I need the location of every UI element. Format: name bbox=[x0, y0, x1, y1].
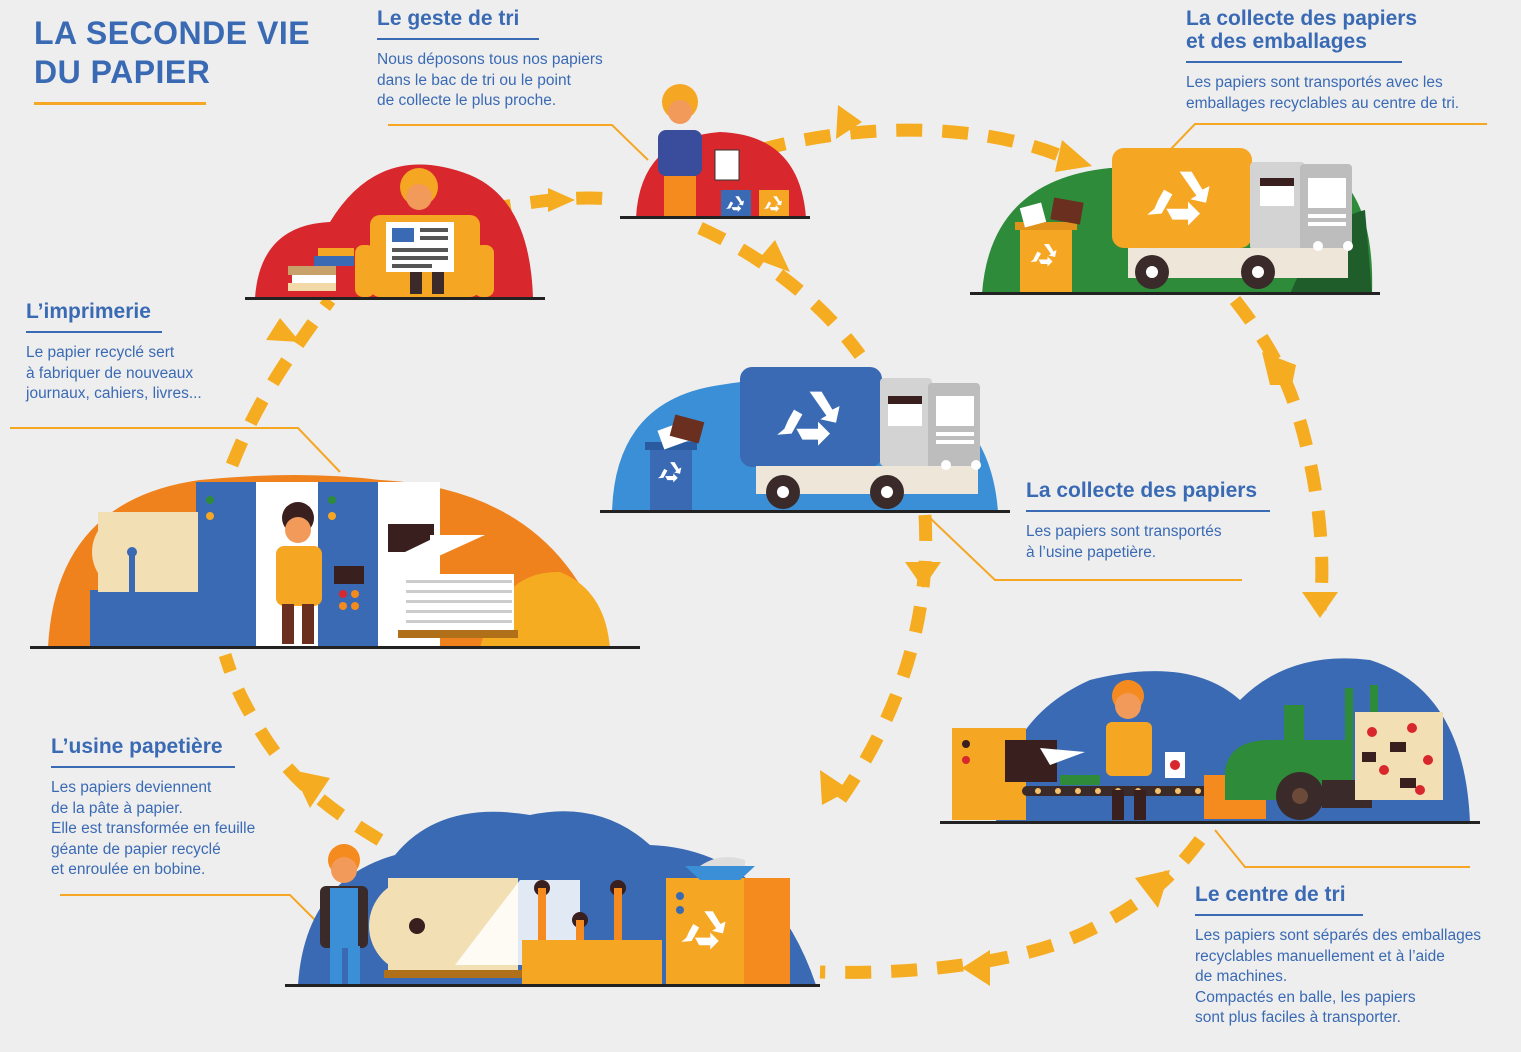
paper-truck-scene bbox=[600, 367, 1010, 513]
heading-rule bbox=[1186, 61, 1402, 63]
heading-rule bbox=[1195, 914, 1363, 916]
leader-lines bbox=[10, 123, 1487, 921]
newspaper-icon bbox=[386, 222, 454, 272]
step-heading: L’imprimerie bbox=[26, 300, 151, 323]
step-text: Les papiers sont séparés des emballages … bbox=[1195, 927, 1482, 1026]
step-usine-papetiere: L’usine papetière Les papiers deviennent… bbox=[51, 735, 255, 881]
bin-icon bbox=[645, 414, 705, 510]
paper-mill-scene bbox=[285, 811, 820, 987]
step-text: Nous déposons tous nos papiers dans le b… bbox=[377, 51, 603, 109]
worker-icon bbox=[320, 844, 368, 984]
truck-icon bbox=[1112, 148, 1353, 289]
heading-rule bbox=[26, 331, 162, 333]
heading-rule bbox=[51, 766, 235, 768]
step-imprimerie: L’imprimerie Le papier recyclé sert à fa… bbox=[26, 300, 202, 405]
step-heading: Le centre de tri bbox=[1195, 883, 1346, 906]
title-underline bbox=[34, 102, 206, 105]
packaging-truck-scene bbox=[970, 148, 1380, 295]
step-text: Les papiers sont transportés à l’usine p… bbox=[1026, 523, 1222, 561]
worker-icon bbox=[276, 502, 322, 644]
reader-scene bbox=[245, 164, 545, 300]
bin-icon bbox=[1015, 197, 1084, 292]
step-heading: Le geste de tri bbox=[377, 7, 520, 30]
page-title: LA SECONDE VIE DU PAPIER bbox=[34, 14, 310, 105]
sorting-center-scene bbox=[940, 658, 1480, 824]
step-heading: L’usine papetière bbox=[51, 735, 223, 758]
arrow-heads bbox=[266, 105, 1338, 986]
step-heading: La collecte des papiers bbox=[1026, 479, 1258, 502]
sorting-scene bbox=[620, 84, 810, 219]
bin-icon bbox=[721, 190, 789, 216]
heading-line-2: et des emballages bbox=[1186, 30, 1367, 53]
truck-icon bbox=[740, 367, 981, 509]
paper-roll-icon bbox=[92, 512, 198, 592]
step-text: Les papiers deviennent de la pâte à papi… bbox=[51, 779, 256, 878]
title-line-1: LA SECONDE VIE bbox=[34, 15, 311, 51]
heading-rule bbox=[1026, 510, 1270, 512]
forklift-icon bbox=[1225, 685, 1443, 820]
step-text: Le papier recyclé sert à fabriquer de no… bbox=[26, 344, 202, 402]
title-line-2: DU PAPIER bbox=[34, 54, 211, 90]
heading-rule bbox=[377, 38, 539, 40]
worker-icon bbox=[1106, 680, 1152, 820]
step-text: Les papiers sont transportés avec les em… bbox=[1186, 74, 1460, 112]
paper-roll-icon bbox=[369, 878, 580, 978]
step-centre-de-tri: Le centre de tri Les papiers sont séparé… bbox=[1195, 883, 1481, 1029]
step-collecte-papiers: La collecte des papiers Les papiers sont… bbox=[1026, 479, 1270, 563]
books-stack-icon bbox=[288, 248, 354, 291]
printer-icon bbox=[90, 482, 518, 646]
printing-scene bbox=[30, 475, 640, 649]
heading-line-1: La collecte des papiers bbox=[1186, 7, 1418, 30]
step-geste-de-tri: Le geste de tri Nous déposons tous nos p… bbox=[377, 7, 603, 112]
